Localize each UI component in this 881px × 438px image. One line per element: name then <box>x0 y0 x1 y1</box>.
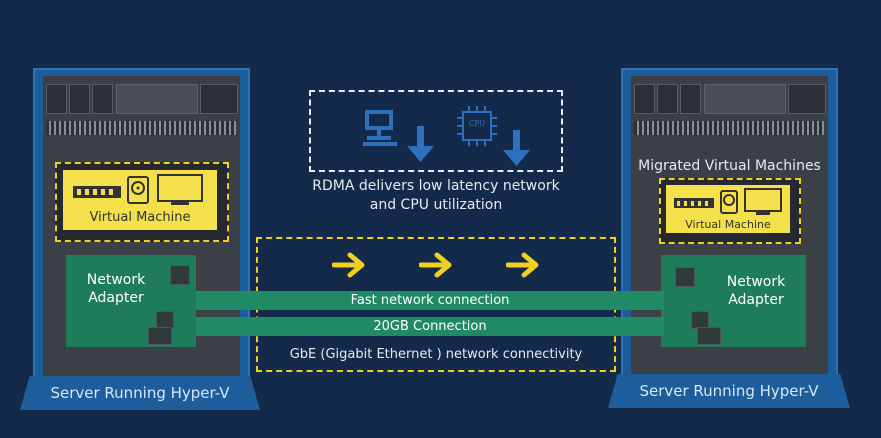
twenty-gb-connection-cable: 20GB Connection <box>196 317 664 336</box>
ram-icon <box>73 186 121 198</box>
hard-drive-icon <box>127 176 149 204</box>
rdma-caption-line2: and CPU utilization <box>369 197 503 213</box>
drive-bay <box>788 84 826 114</box>
vent-grille <box>46 121 236 135</box>
drive-bay <box>657 84 678 114</box>
rdma-highlight-box: CPU <box>309 90 563 172</box>
left-nic-label-line1: Network <box>86 272 146 288</box>
down-arrow-icon <box>503 130 530 166</box>
migrated-vms-title: Migrated Virtual Machines <box>638 158 821 174</box>
right-vm-card: Virtual Machine <box>666 185 790 233</box>
drive-bay <box>200 84 238 114</box>
left-vm-label: Virtual Machine <box>89 210 191 225</box>
left-server-chassis: Virtual Machine Network Adapter <box>43 76 240 376</box>
nic-chip <box>697 327 721 345</box>
right-nic-label: Network Adapter <box>711 273 801 309</box>
right-arrow-icon <box>419 252 452 278</box>
fast-connection-cable: Fast network connection <box>196 291 664 310</box>
left-server: Virtual Machine Network Adapter <box>33 68 250 382</box>
left-vm-card: Virtual Machine <box>63 170 217 230</box>
nic-chip <box>675 267 695 287</box>
left-nic-label-line2: Adapter <box>88 290 144 306</box>
right-server-label: Server Running Hyper-V <box>608 374 850 408</box>
right-network-adapter: Network Adapter <box>661 255 806 347</box>
gbe-caption: GbE (Gigabit Ethernet ) network connecti… <box>289 347 583 362</box>
left-vm-highlight: Virtual Machine <box>55 162 229 242</box>
right-vm-highlight: Virtual Machine <box>659 178 801 244</box>
drive-bay <box>704 84 786 114</box>
left-server-label: Server Running Hyper-V <box>20 376 260 410</box>
right-nic-label-line2: Adapter <box>728 292 784 308</box>
nic-chip <box>148 327 172 345</box>
monitor-icon <box>744 188 782 215</box>
cpu-chip-label: CPU <box>468 119 486 128</box>
rdma-caption: RDMA delivers low latency network and CP… <box>286 177 586 215</box>
ram-icon <box>674 198 714 208</box>
rdma-caption-line1: RDMA delivers low latency network <box>312 178 560 194</box>
right-nic-label-line1: Network <box>726 274 786 290</box>
cpu-chip-icon <box>457 106 497 146</box>
computer-icon <box>363 110 397 146</box>
drive-bay <box>92 84 113 114</box>
vent-grille <box>634 121 824 135</box>
drive-bay <box>46 84 67 114</box>
drive-bay <box>680 84 701 114</box>
left-network-adapter: Network Adapter <box>66 255 196 347</box>
drive-bay <box>116 84 198 114</box>
right-vm-label: Virtual Machine <box>685 218 771 231</box>
hard-drive-icon <box>720 190 738 214</box>
drive-bay <box>69 84 90 114</box>
down-arrow-icon <box>407 126 434 162</box>
nic-chip <box>170 265 190 285</box>
right-arrow-icon <box>506 252 539 278</box>
right-arrow-icon <box>332 252 365 278</box>
monitor-icon <box>157 174 203 205</box>
left-nic-label: Network Adapter <box>76 271 156 307</box>
drive-bay <box>634 84 655 114</box>
